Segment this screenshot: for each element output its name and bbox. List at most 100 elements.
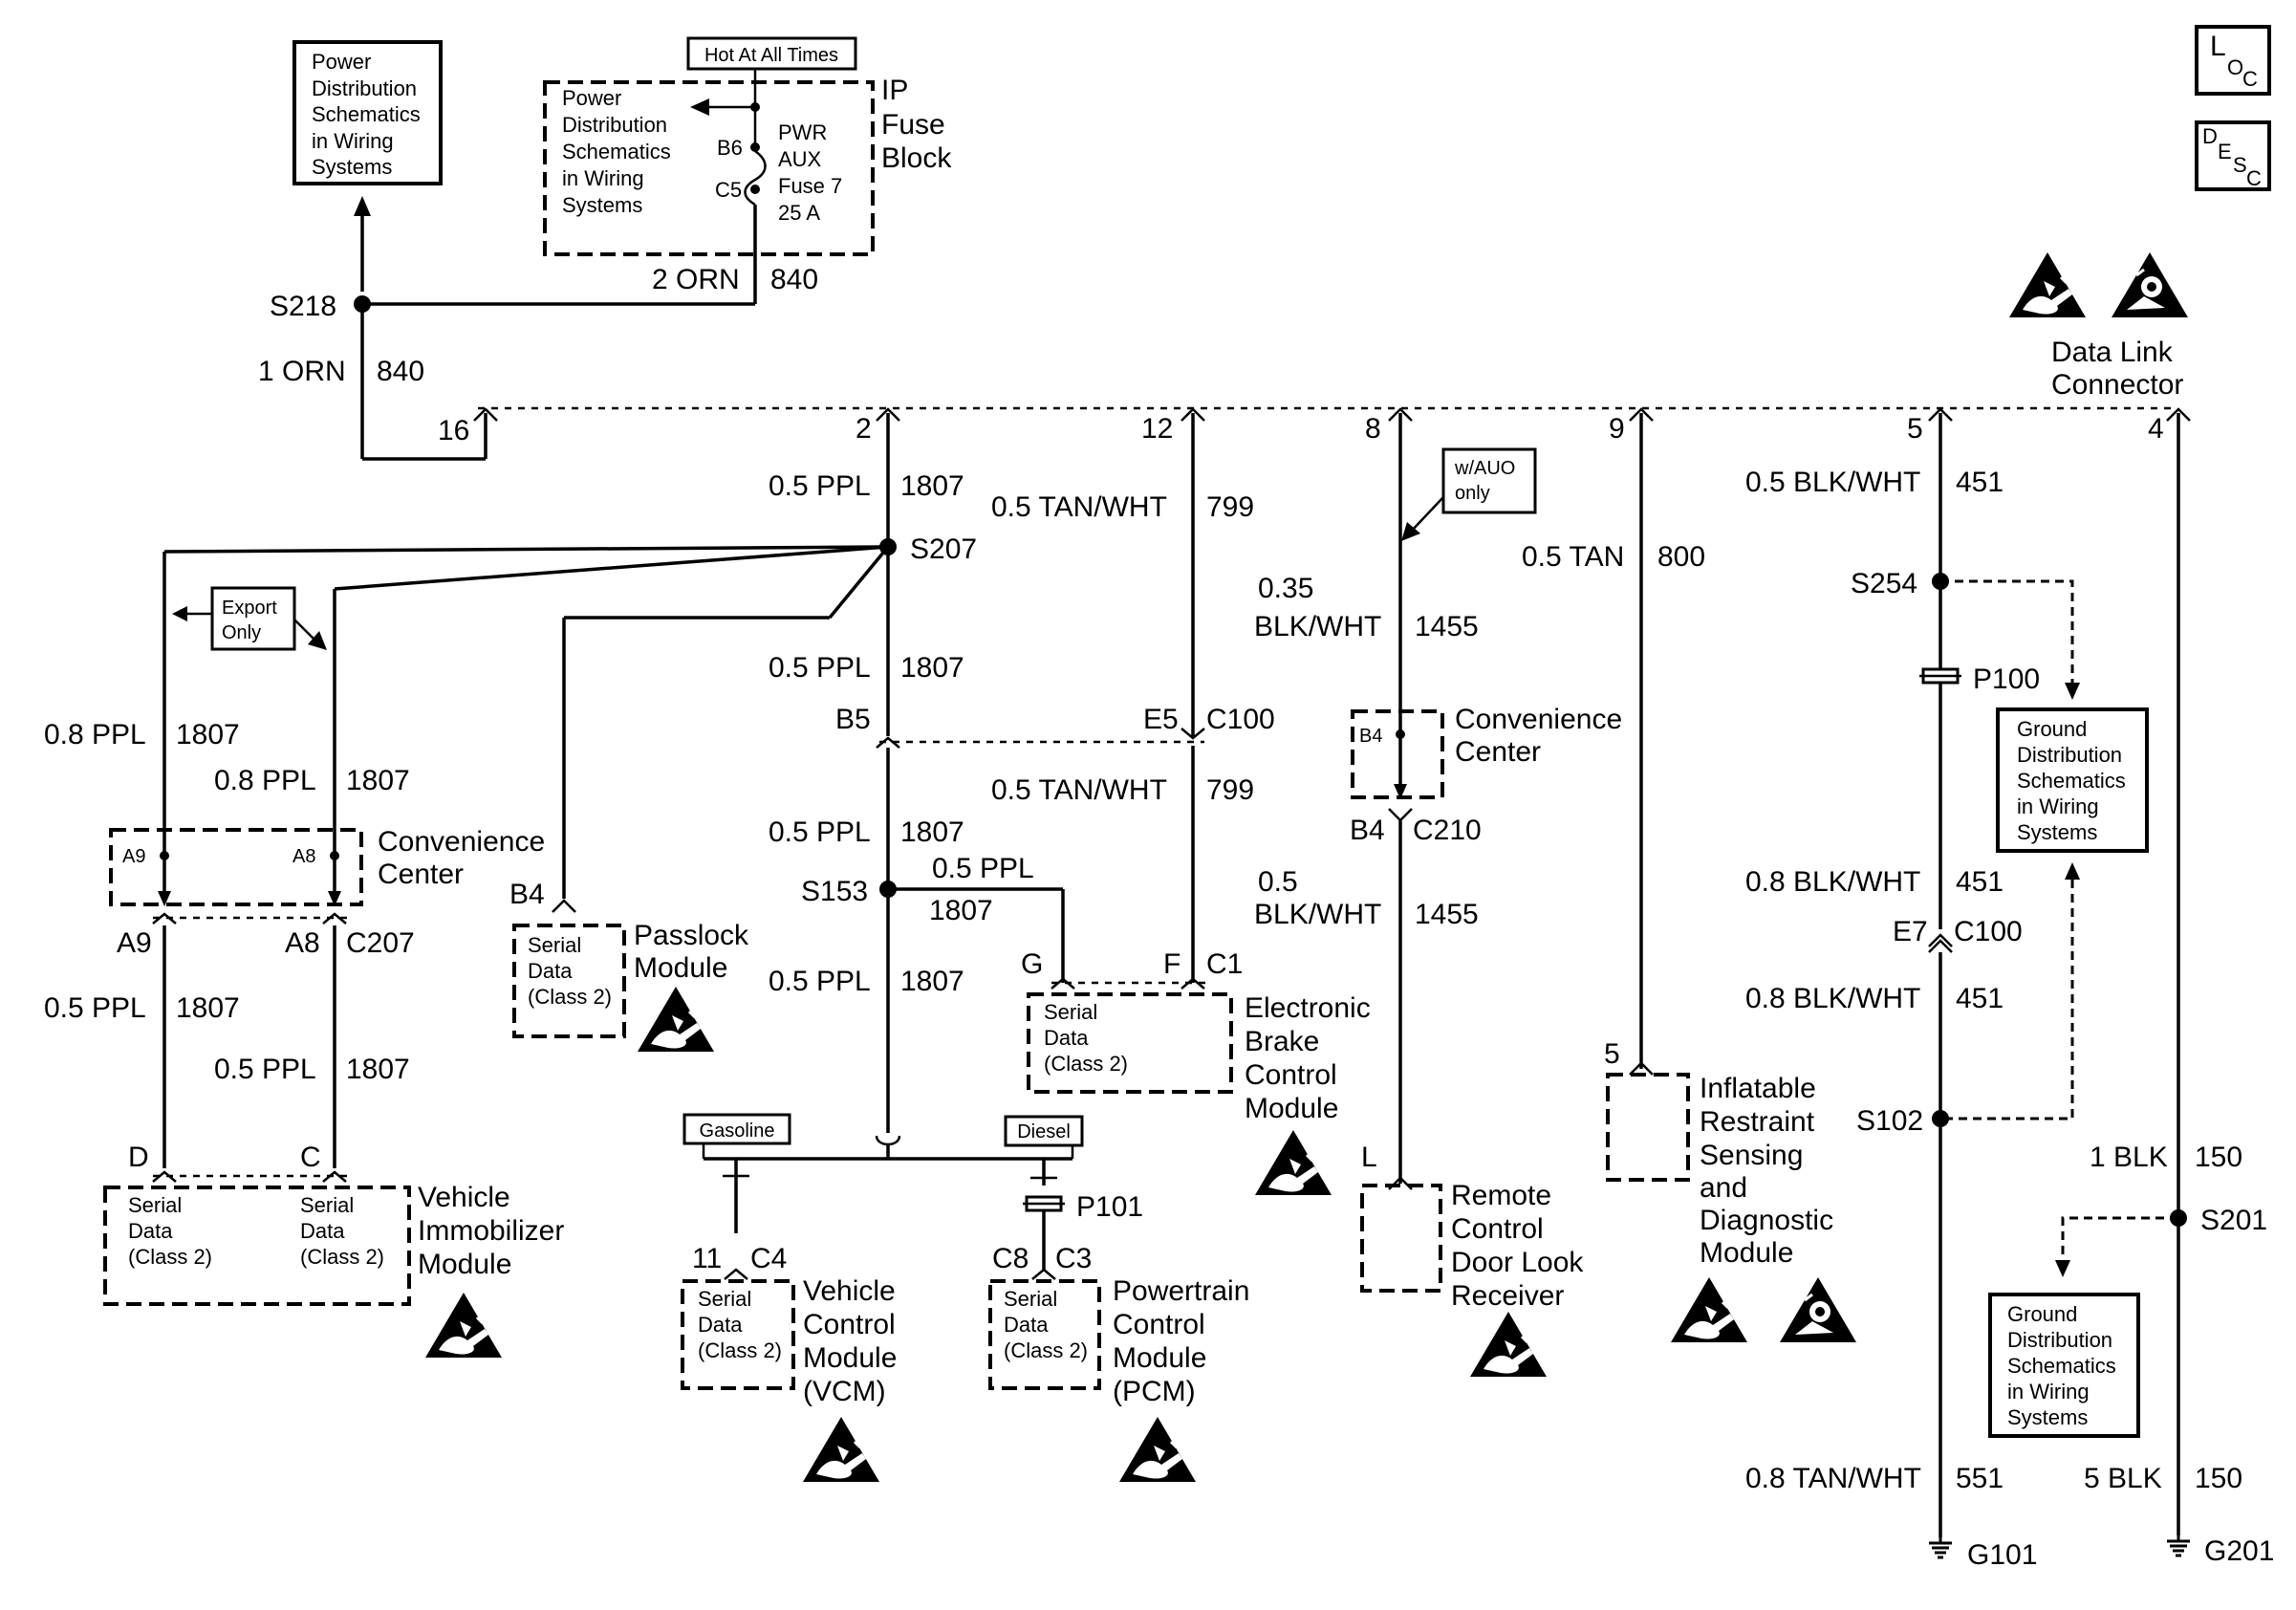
convenience-center-b[interactable] [1351, 709, 1444, 799]
arrow-up-icon [2055, 1260, 2070, 1277]
ref-line: Systems [2017, 820, 2097, 844]
ref-line: in Wiring [2017, 794, 2099, 818]
circuit-number: 840 [770, 264, 818, 295]
module-name: Immobilizer [418, 1215, 564, 1247]
flag-text: Diesel [1017, 1121, 1071, 1142]
pin-a8: A8 [285, 927, 320, 959]
fuse-block-title: IP [881, 75, 908, 106]
arrow-left-icon [690, 98, 709, 116]
module-name: Convenience [1455, 704, 1622, 735]
wire-label: 0.5 PPL [44, 992, 146, 1024]
serial-data-line: Data [1004, 1313, 1049, 1337]
serial-data-line: Serial [128, 1193, 182, 1217]
pin-b5: B5 [835, 704, 871, 735]
module-name: Module [1700, 1237, 1793, 1269]
circuit-number: 800 [1657, 541, 1705, 573]
fuse-pin-dot [750, 185, 760, 194]
fuse-line: AUX [778, 147, 822, 171]
module-name: Vehicle [803, 1275, 896, 1307]
fuse-line: Fuse 7 [778, 174, 842, 198]
connector-p101: P101 [1076, 1191, 1143, 1223]
circuit-number: 1807 [346, 1054, 410, 1085]
flag-pointer [293, 619, 316, 642]
connector-c3: C3 [1055, 1243, 1092, 1274]
pin-chevron-icon [876, 736, 900, 749]
pin-chevron-icon [876, 407, 900, 422]
arrow-down-right-icon [308, 631, 327, 650]
module-name: (PCM) [1113, 1376, 1196, 1407]
pin-chevron-icon [1051, 977, 1075, 990]
vehicle-control-module[interactable] [681, 1279, 795, 1390]
ref-line: in Wiring [562, 166, 644, 190]
passlock-module[interactable] [512, 924, 626, 1038]
arrow-down-icon [328, 891, 341, 906]
desc-icon[interactable]: D E S C [2195, 120, 2271, 191]
ref-line: in Wiring [2007, 1380, 2090, 1403]
flag-text: only [1455, 483, 1490, 504]
desc-d: D [2202, 124, 2218, 148]
wire-label: 0.5 PPL [769, 470, 871, 502]
ref-line: Systems [2007, 1405, 2088, 1429]
serial-data-line: Data [128, 1219, 173, 1243]
power-distribution-ref-box[interactable]: Power Distribution Schematics in Wiring … [292, 40, 443, 185]
ground-distribution-ref-box-bottom[interactable]: Ground Distribution Schematics in Wiring… [1988, 1293, 2140, 1438]
module-name: Electronic [1245, 992, 1371, 1024]
pin-b6: B6 [717, 136, 743, 160]
loc-c: C [2242, 67, 2258, 91]
convenience-center-a[interactable] [109, 828, 363, 906]
dlc-title: Connector [2051, 369, 2183, 401]
ground-distribution-ref-box-right[interactable]: Ground Distribution Schematics in Wiring… [1996, 707, 2149, 853]
pin-dot [160, 851, 169, 860]
flag-text: Gasoline [700, 1120, 775, 1142]
connector-p100: P100 [1973, 664, 2040, 695]
wire-s207-branch-passlock [828, 545, 890, 620]
serial-data-line: (Class 2) [1004, 1338, 1088, 1362]
wire-label: 0.5 PPL [769, 652, 871, 684]
module-name: Vehicle [418, 1182, 510, 1213]
pin-chevron-icon [724, 1268, 748, 1280]
vehicle-immobilizer-module[interactable] [103, 1186, 411, 1306]
esd-warning-icon [1117, 1415, 1198, 1484]
circuit-number: 1807 [900, 966, 964, 997]
wire-label: 0.5 TAN/WHT [991, 491, 1167, 523]
wire-label: 0.8 BLK/WHT [1745, 866, 1920, 898]
ground-g101: G101 [1967, 1539, 2037, 1571]
pin-b4-inner: B4 [1359, 726, 1382, 747]
fuse-icon [744, 149, 767, 207]
module-name: Restraint [1700, 1106, 1815, 1138]
module-name: and [1700, 1172, 1747, 1204]
powertrain-control-module[interactable] [988, 1279, 1101, 1390]
dlc-title: Data Link [2051, 337, 2174, 368]
circuit-number: 451 [1956, 983, 2004, 1014]
wire-label: 0.5 BLK/WHT [1745, 467, 1920, 498]
inflatable-restraint-module[interactable] [1606, 1073, 1690, 1182]
module-name: Module [634, 952, 727, 984]
arrow-down-left-icon [1401, 522, 1420, 541]
pin-c5: C5 [715, 178, 742, 202]
pin-chevron-icon [1031, 1268, 1056, 1280]
remote-control-door-lock-receiver[interactable] [1360, 1184, 1442, 1293]
pin-chevron-icon [1928, 407, 1953, 422]
arrow-up-icon [2065, 862, 2080, 880]
dlc-pin-5: 5 [1907, 413, 1923, 445]
circuit-number: 1807 [900, 816, 964, 848]
electronic-brake-control-module[interactable] [1027, 992, 1233, 1094]
dlc-pin-2: 2 [856, 413, 872, 445]
pin-chevron-icon [1388, 808, 1413, 822]
circuit-number: 1807 [929, 895, 993, 926]
module-name: Passlock [634, 920, 749, 951]
wire-label: 0.5 [1258, 866, 1298, 898]
ref-line: Power [312, 50, 371, 74]
diesel-flag: Diesel [1004, 1115, 1084, 1147]
loc-icon[interactable]: L O C [2195, 25, 2271, 96]
serial-data-line: Serial [698, 1287, 751, 1311]
ref-line: Distribution [562, 113, 667, 137]
wire-label: 2 ORN [652, 264, 740, 295]
fuse-block-title: Fuse [881, 109, 945, 141]
esd-warning-icon [636, 985, 716, 1054]
wire-label: 1 ORN [258, 356, 346, 387]
module-name: Remote [1451, 1180, 1551, 1211]
pin-e5: E5 [1143, 704, 1179, 735]
pin-chevron-icon [1928, 939, 1953, 953]
circuit-number: 1807 [346, 765, 410, 796]
